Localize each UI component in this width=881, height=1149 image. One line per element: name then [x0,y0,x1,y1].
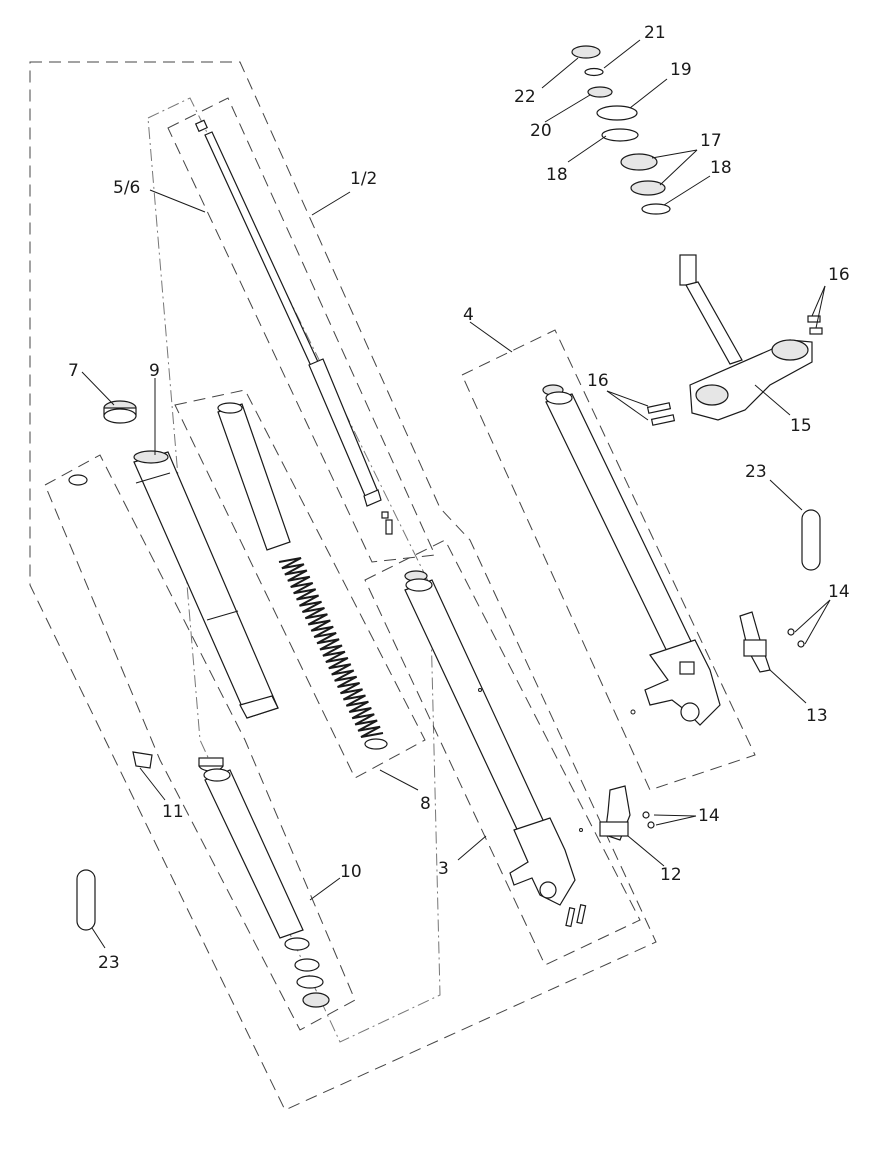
damper-rod [194,119,393,535]
label-21: 21 [644,23,666,43]
head-bearing-stack [571,45,671,215]
fork-spring [278,557,384,738]
label-12: 12 [660,865,682,885]
label-15: 15 [790,416,812,436]
outline-left-leg-assembly [29,61,657,1111]
triple-clamp [679,254,813,421]
clip [132,751,153,769]
spacer-tube [217,402,291,551]
outline-right-leg-group [461,329,756,791]
label-3: 3 [438,859,449,879]
label-1-2: 1/2 [350,169,377,189]
label-19: 19 [670,60,692,80]
spring-seat [364,738,388,750]
label-18-right: 18 [710,158,732,178]
parts [68,45,823,1008]
o-ring [68,474,88,486]
outer-tube [133,450,279,719]
label-10: 10 [340,862,362,882]
fork-cap [103,400,137,424]
label-22: 22 [514,87,536,107]
label-16-right: 16 [828,265,850,285]
label-9: 9 [149,361,160,381]
label-14-lower: 14 [698,806,720,826]
label-8: 8 [420,794,431,814]
outline-cartridge-inner [147,97,441,1043]
caliper-bracket-12 [599,785,631,841]
label-18-left: 18 [546,165,568,185]
label-23-right: 23 [745,462,767,482]
label-14-right: 14 [828,582,850,602]
label-4: 4 [463,305,474,325]
bush-stack [284,937,330,1008]
spring-coil [278,557,384,738]
strap-left [76,869,96,931]
label-20: 20 [530,121,552,141]
inner-tube [404,570,587,928]
label-11: 11 [162,802,184,822]
label-17: 17 [700,131,722,151]
outline-spring-assembly [174,389,426,779]
assembly-outlines [29,61,756,1111]
right-fork-leg [542,384,721,726]
outline-damper-cartridge [167,97,436,563]
part-labels: 1/2 5/6 7 9 4 16 16 15 23 14 13 14 12 8 … [68,23,850,973]
label-7: 7 [68,361,79,381]
bolts-14 [579,628,805,832]
strap-right [801,509,821,571]
label-13: 13 [806,706,828,726]
label-5-6: 5/6 [113,178,140,198]
label-16-left: 16 [587,371,609,391]
bolts-16 [646,315,823,426]
outline-outer-tube-group [44,454,356,1031]
label-23-left: 23 [98,953,120,973]
slider-tube [198,757,304,939]
leader-lines [81,39,831,949]
caliper-bracket-13 [739,611,771,673]
